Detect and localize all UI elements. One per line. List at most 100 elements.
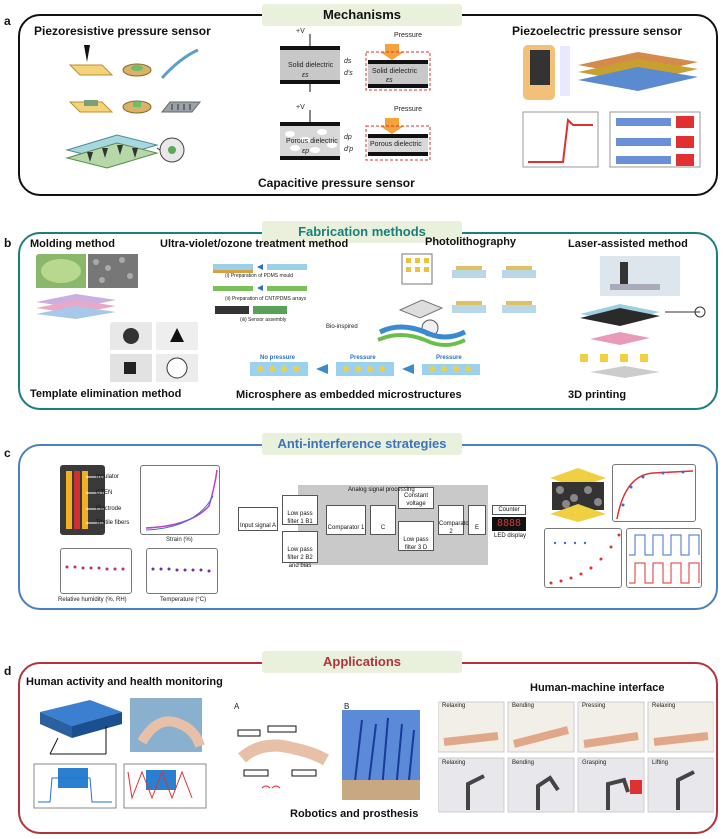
human-monitoring-figure [30,694,210,812]
template-figure [110,322,200,384]
signal-processing-title: Analog signal processing [348,487,415,493]
cap-eps-s-left: εs [302,72,309,79]
cap-ds: ds [344,58,352,65]
stack-textile: Textile fibers [96,520,130,526]
temperature-curve [151,567,211,573]
piezoresistive-illustration [65,45,202,169]
printing-title: 3D printing [568,389,627,401]
anti-interference-header: Anti-interference strategies [262,433,462,455]
section-d-label: d [4,664,12,678]
cap-eps-s-right: εs [386,77,393,84]
molding-figure [36,254,151,319]
cap-v-top: +V [296,28,305,35]
microsphere-title: Microsphere as embedded microstructures [236,389,462,401]
robot-tag-b: B [344,702,350,711]
counter-block: Counter [492,505,526,515]
human-monitoring-illustration [33,698,207,809]
robotics-illustration [237,710,420,800]
hmi-state-4: Relaxing [652,703,676,709]
microsphere-bioinspired: Bio-inspired [326,324,358,330]
pressure-curve [616,470,694,520]
photolithography-figure [392,250,562,340]
constant-voltage-block: Constant voltage [398,487,434,509]
temperature-exp-curve [549,533,621,585]
capacitive-title: Capacitive pressure sensor [258,176,415,190]
lpf2-label: Low pass filter 2 B2 and bias [287,547,313,569]
capacitor-illustration [280,34,431,161]
comparator1-label: Comparator 1 [327,525,365,531]
porous-sensor-illustration [550,468,606,522]
laser-title: Laser-assisted method [568,238,688,250]
template-title: Template elimination method [30,388,182,400]
cap-ds2: d's [344,70,353,77]
signal-processing-diagram: Input signal A Low pass filter 1 B1 Low … [238,475,528,575]
comparator2-block: Comparator 2 [438,505,471,535]
piezoresistive-title: Piezoresistive pressure sensor [34,24,211,38]
cap-solid-right: Solid dielectric [372,68,418,75]
robot-state-3: Grasping [582,760,607,766]
porous-sensor-figure [548,464,608,522]
temperature-plot [146,548,218,594]
applications-header: Applications [262,651,462,673]
cap-dp2: d'p [344,146,354,153]
cap-porous-left: Porous dielectric [286,138,338,145]
hmi-title: Human-machine interface [530,682,665,694]
humidity-axis-label: Relative humidity (%, RH) [58,597,127,603]
cap-porous-right: Porous dielectric [370,141,422,148]
temperature-axis-label: Temperature (°C) [160,597,207,603]
robotics-figure [232,700,422,805]
molding-illustration [36,254,138,319]
capacitive-figure [280,30,440,175]
stack-cten: CTEN [96,490,113,496]
piezoresistive-figure [62,40,202,175]
robot-tag-a: A [234,702,240,711]
cap-dp: dp [344,134,352,141]
lpf1-label: Low pass filter 1 B1 [287,511,313,525]
humidity-plot [60,548,132,594]
piezoelectric-figure [518,40,708,175]
piezoelectric-illustration [522,45,701,168]
template-illustration [110,322,198,382]
cap-eps-p-left: εp [302,148,309,155]
strain-plot [140,465,220,535]
microsphere-figure [250,322,485,386]
cycling-waveform [629,534,700,584]
hmi-figure [438,700,714,814]
robot-state-1: Relaxing [442,760,466,766]
cap-pressure-bottom: Pressure [394,106,423,113]
textile-stack-figure [60,465,105,535]
photolithography-title: Photolithography [425,236,517,248]
section-b-label: b [4,236,12,250]
uv-step-3: (iii) Sensor assembly [240,317,287,323]
hmi-illustration [438,701,714,813]
fabrication-header: Fabrication methods [262,221,462,243]
hmi-state-3: Pressing [582,703,606,709]
led-display: 8888 [492,517,526,531]
temperature-curve-plot [544,528,622,588]
cap-v-bottom: +V [296,104,305,111]
pressure-curve-plot [612,464,696,522]
uv-step-2: (ii) Preparation of CNT/PDMS arrays [225,296,307,302]
uv-title: Ultra-violet/ozone treatment method [160,238,349,250]
lpf2-block: Low pass filter 2 B2 and bias [282,531,318,569]
strain-curve [145,469,218,531]
robotics-title: Robotics and prosthesis [290,808,419,820]
uv-figure [205,256,325,326]
c-label: C [380,525,386,531]
molding-title: Molding method [30,238,115,250]
lpf3-label: Low pass filter 3 D [403,537,429,551]
comparator2-label: Comparator 2 [439,521,471,535]
photolithography-illustration [398,253,536,337]
counter-label: Counter [498,507,520,513]
strain-axis-label: Strain (%) [166,537,193,543]
humidity-curve [65,565,125,571]
microsphere-pressure-2: Pressure [436,355,462,361]
comparator1-block: Comparator 1 [326,505,366,535]
input-signal-label: Input signal A [239,523,277,529]
led-digits: 8888 [496,518,522,529]
input-signal-block: Input signal A [238,507,278,531]
section-c-label: c [4,446,11,460]
robot-state-2: Bending [512,760,535,766]
hmi-state-2: Bending [512,703,535,709]
microsphere-illustration [250,324,480,376]
